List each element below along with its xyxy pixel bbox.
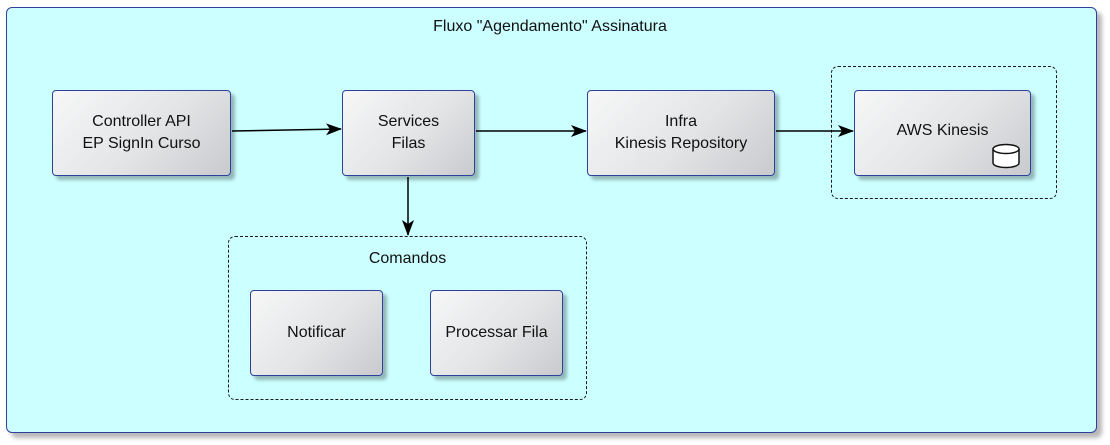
processar-fila-node[interactable]: Processar Fila xyxy=(430,290,563,376)
controller-api-line1: Controller API xyxy=(92,113,191,130)
controller-api-line2: EP SignIn Curso xyxy=(82,135,201,152)
infra-line1: Infra xyxy=(664,113,697,130)
services-filas-line2: Filas xyxy=(391,135,426,152)
arrow-controller-to-services xyxy=(231,123,342,136)
aws-kinesis-label: AWS Kinesis xyxy=(896,122,989,139)
processar-fila-label: Processar Fila xyxy=(445,324,548,341)
comandos-label: Comandos xyxy=(368,250,447,267)
comandos-group: Comandos xyxy=(228,236,587,400)
services-filas-node[interactable]: Services Filas xyxy=(342,90,475,176)
infra-line2: Kinesis Repository xyxy=(614,135,748,152)
notificar-label: Notificar xyxy=(287,324,346,341)
database-icon xyxy=(992,143,1020,169)
diagram-title: Fluxo "Agendamento" Assinatura xyxy=(433,18,667,35)
controller-api-node[interactable]: Controller API EP SignIn Curso xyxy=(52,90,231,176)
services-filas-line1: Services xyxy=(377,113,440,130)
aws-kinesis-node[interactable]: AWS Kinesis xyxy=(854,90,1031,176)
infra-kinesis-repository-node[interactable]: Infra Kinesis Repository xyxy=(587,90,775,176)
notificar-node[interactable]: Notificar xyxy=(250,290,383,376)
aws-kinesis-group xyxy=(831,66,1057,199)
